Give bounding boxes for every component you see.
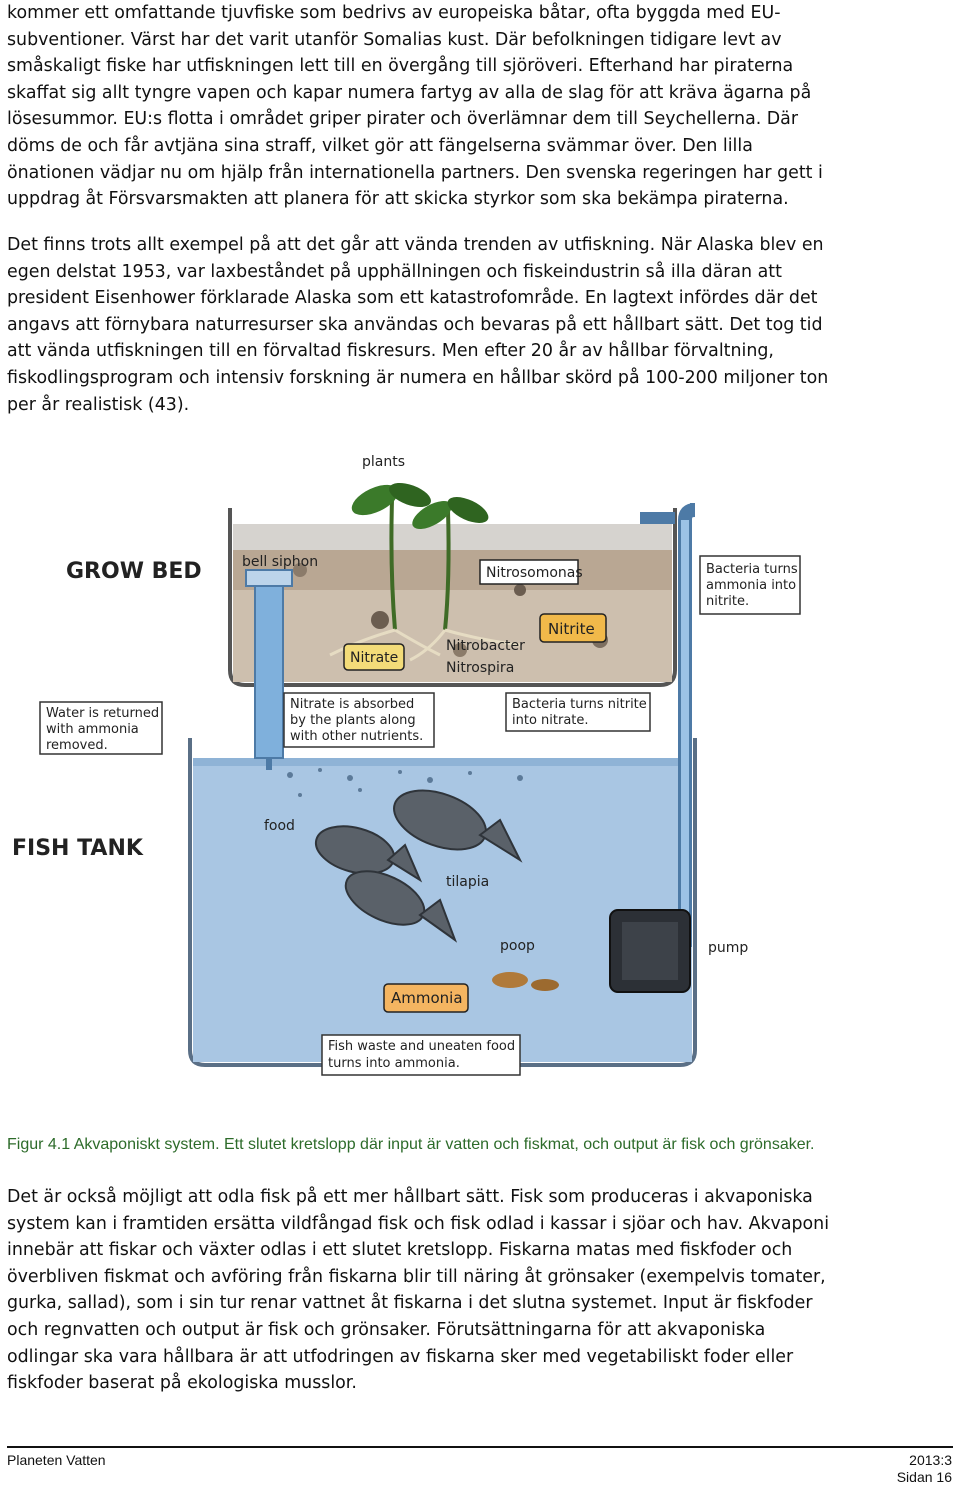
nitrate-tag: Nitrate	[343, 643, 405, 671]
text-line: system kan i framtiden ersätta vildfånga…	[7, 1213, 830, 1234]
water-returned-box: Water is returned with ammonia removed.	[39, 701, 163, 755]
text-line: lösesummor. EU:s flotta i området griper…	[7, 109, 798, 130]
text-line: döms de och får avtjäna sina straff, vil…	[7, 135, 753, 156]
bacteria-ammonia-line-3: nitrite.	[706, 594, 749, 609]
nitrite-label: Nitrite	[548, 620, 595, 638]
text-line: småskaligt fiske har utfiskningen lett t…	[7, 56, 794, 77]
nitrosomonas-label: Nitrosomonas	[486, 565, 583, 581]
footer-publication: Planeten Vatten	[7, 1452, 106, 1468]
text-line: egen delstat 1953, var laxbeståndet på u…	[7, 261, 782, 282]
figure-caption: Figur 4.1 Akvaponiskt system. Ett slutet…	[7, 1134, 947, 1156]
fish-waste-line-1: Fish waste and uneaten food	[328, 1039, 515, 1054]
pump-label: pump	[708, 940, 748, 956]
pump	[609, 909, 691, 993]
paragraph-aquaponics: Det är också möjligt att odla fisk på et…	[7, 1184, 947, 1397]
text-line: Det finns trots allt exempel på att det …	[7, 235, 824, 255]
nitrite-tag: Nitrite	[539, 613, 607, 643]
fish-tank-label: FISH TANK	[12, 836, 144, 861]
ammonia-tag: Ammonia	[383, 983, 469, 1013]
text-line: subventioner. Värst har det varit utanfö…	[7, 29, 782, 50]
text-line: angavs att förnybara naturresurser ska a…	[7, 314, 823, 335]
nitrobacter-label: Nitrobacter	[446, 638, 525, 654]
nitrospira-label: Nitrospira	[446, 660, 514, 676]
bacteria-nitrite-box: Bacteria turns nitrite into nitrate.	[505, 692, 651, 732]
ammonia-label: Ammonia	[391, 989, 463, 1007]
water-returned-line-3: removed.	[46, 738, 108, 753]
nitrate-label: Nitrate	[350, 650, 398, 666]
text-line: överbliven fiskmat och avföring från fis…	[7, 1266, 826, 1287]
footer-issue: 2013:3	[909, 1452, 952, 1468]
text-line: odlingar ska vara hållbara är att utfodr…	[7, 1346, 794, 1367]
text-line: Det är också möjligt att odla fisk på et…	[7, 1187, 813, 1207]
text-line: att vända utfiskningen till en förvaltad…	[7, 341, 774, 362]
caption-label: Figur 4.1 Akvaponiskt system.	[7, 1136, 220, 1153]
text-line: önationen vädjar nu om hjälp från intern…	[7, 162, 823, 183]
text-line: per år realistisk (43).	[7, 394, 190, 415]
text-line: skaffat sig allt tyngre vapen och kapar …	[7, 82, 812, 103]
nitrate-absorbed-box: Nitrate is absorbed by the plants along …	[283, 692, 435, 748]
caption-text: Ett slutet kretslopp där input är vatten…	[219, 1136, 815, 1153]
nitrate-absorbed-line-3: with other nutrients.	[290, 729, 423, 744]
nitrosomonas-tag: Nitrosomonas	[479, 559, 583, 585]
food-label: food	[264, 818, 295, 834]
text-line: och regnvatten och output är fisk och gr…	[7, 1319, 766, 1340]
tilapia-fish	[314, 789, 523, 943]
nitrate-absorbed-line-2: by the plants along	[290, 713, 416, 728]
bacteria-nitrite-line-2: into nitrate.	[512, 713, 589, 728]
nitrate-absorbed-line-1: Nitrate is absorbed	[290, 697, 414, 712]
water-returned-line-1: Water is returned	[46, 706, 159, 721]
bacteria-nitrite-line-1: Bacteria turns nitrite	[512, 697, 647, 712]
grow-bed-label: GROW BED	[66, 559, 202, 584]
footer-page-number: Sidan 16	[896, 1469, 952, 1485]
text-line: gurka, sallad), som i sin tur renar vatt…	[7, 1293, 813, 1314]
text-line: uppdrag åt Försvarsmakten att planera fö…	[7, 189, 789, 210]
text-line: president Eisenhower förklarade Alaska s…	[7, 288, 818, 309]
fish-waste-box: Fish waste and uneaten food turns into a…	[321, 1034, 521, 1076]
bacteria-ammonia-line-2: ammonia into	[706, 578, 796, 593]
footer-divider	[7, 1446, 953, 1448]
text-line: fiskfoder baserat på ekologiska musslor.	[7, 1373, 357, 1394]
poop	[492, 972, 559, 991]
paragraph-alaska: Det finns trots allt exempel på att det …	[7, 232, 947, 418]
text-line: kommer ett omfattande tjuvfiske som bedr…	[7, 3, 781, 23]
grow-bed	[228, 508, 677, 687]
plants-label: plants	[362, 454, 405, 470]
aquaponics-figure: GROW BED FISH TANK plants bell siphon Ni…	[0, 440, 960, 1090]
aquaponics-diagram: GROW BED FISH TANK plants bell siphon Ni…	[12, 454, 801, 1076]
text-line: innebär att fiskar och växter odlas i et…	[7, 1240, 793, 1261]
bubbles	[287, 768, 523, 797]
bell-siphon-label: bell siphon	[242, 554, 318, 570]
fish-tank	[188, 738, 697, 1067]
poop-label: poop	[500, 938, 535, 954]
tilapia-label: tilapia	[446, 874, 489, 890]
fish-waste-line-2: turns into ammonia.	[328, 1056, 460, 1071]
bell-siphon-pipe	[245, 569, 293, 770]
water-returned-line-2: with ammonia	[46, 722, 139, 737]
bacteria-ammonia-box: Bacteria turns ammonia into nitrite.	[699, 555, 801, 615]
plants	[329, 482, 521, 662]
paragraph-piracy: kommer ett omfattande tjuvfiske som bedr…	[7, 0, 947, 213]
text-line: fiskodlingsprogram och intensiv forsknin…	[7, 367, 829, 388]
footer-page-info: 2013:3 Sidan 16	[897, 1452, 952, 1486]
bacteria-ammonia-line-1: Bacteria turns	[706, 562, 798, 577]
